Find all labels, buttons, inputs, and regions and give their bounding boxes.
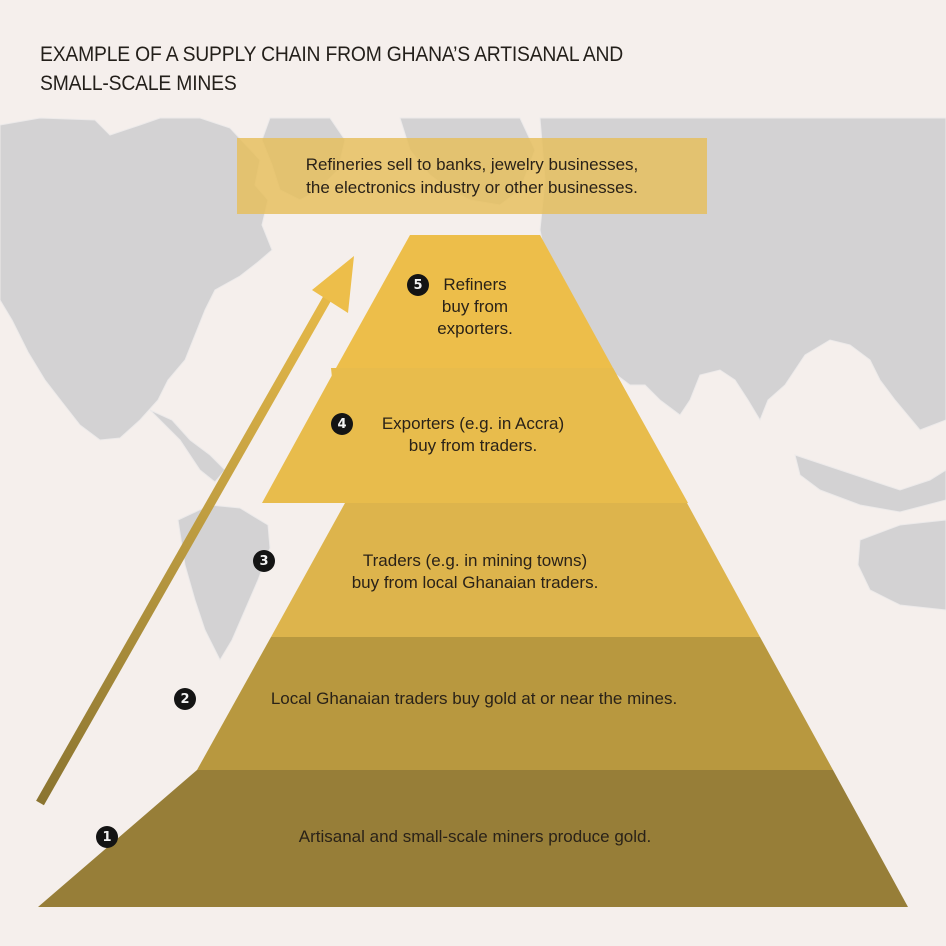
australia-landmass <box>857 519 946 611</box>
tier-3-band <box>271 503 760 637</box>
tier-3-badge: 3 <box>253 550 275 572</box>
page-title: EXAMPLE OF A SUPPLY CHAIN FROM GHANA’S A… <box>40 40 623 98</box>
tier-5-line-1: Refiners <box>443 275 507 294</box>
tier-4-badge: 4 <box>331 413 353 435</box>
tier-3-line-1: Traders (e.g. in mining towns) <box>362 551 588 570</box>
tier-5-band <box>336 235 613 368</box>
refineries-sell-box: Refineries sell to banks, jewelry busine… <box>237 138 707 214</box>
tier-4-band-fix <box>262 368 688 503</box>
tier-4-line-1: Exporters (e.g. in Accra) <box>381 414 565 433</box>
upward-arrow-icon <box>36 256 354 806</box>
tier-3-line-2: buy from local Ghanaian traders. <box>351 573 599 592</box>
tier-5-line-2: buy from <box>441 297 509 316</box>
tier-1-label: Artisanal and small-scale miners produce… <box>240 826 710 848</box>
indonesia-landmass <box>794 454 946 513</box>
tier-3-label: Traders (e.g. in mining towns) buy from … <box>310 550 640 594</box>
tier-2-badge: 2 <box>174 688 196 710</box>
tier-1-badge: 1 <box>96 826 118 848</box>
title-line-2: SMALL-SCALE MINES <box>40 72 237 95</box>
tier-2-band <box>197 637 833 770</box>
refineries-line-2: the electronics industry or other busine… <box>306 178 638 197</box>
tier-1-line-1: Artisanal and small-scale miners produce… <box>298 827 652 846</box>
tier-4-line-2: buy from traders. <box>408 436 538 455</box>
tier-4-label: Exporters (e.g. in Accra) buy from trade… <box>355 413 591 457</box>
tier-1-band <box>38 770 908 907</box>
tier-5-line-3: exporters. <box>437 319 513 338</box>
north-america-landmass <box>0 117 273 441</box>
refineries-line-1: Refineries sell to banks, jewelry busine… <box>305 155 639 174</box>
tier-2-line-1: Local Ghanaian traders buy gold at or ne… <box>270 689 678 708</box>
south-america-landmass <box>177 504 271 662</box>
tier-2-label: Local Ghanaian traders buy gold at or ne… <box>214 688 734 710</box>
title-line-1: EXAMPLE OF A SUPPLY CHAIN FROM GHANA’S A… <box>40 43 624 66</box>
tier-5-badge: 5 <box>407 274 429 296</box>
tier-5-label: Refiners buy from exporters. <box>425 274 525 340</box>
